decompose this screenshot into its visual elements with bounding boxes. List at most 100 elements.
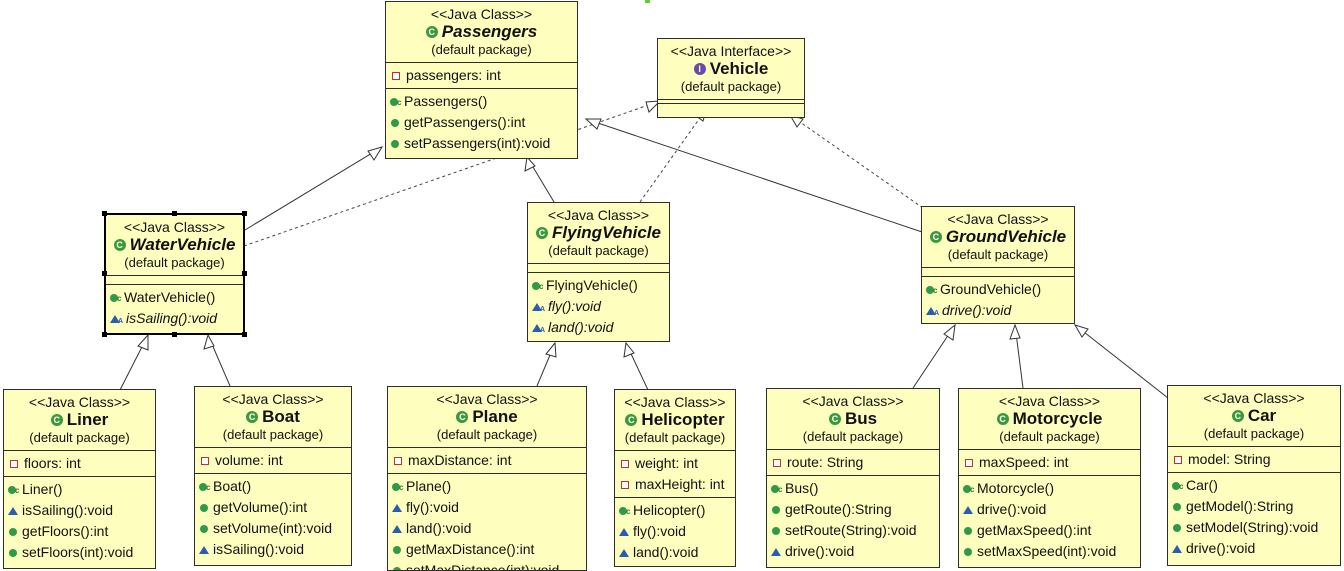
method-row[interactable]: setRoute(String):void xyxy=(771,520,939,541)
attribute-row[interactable]: route: String xyxy=(771,452,939,473)
arrowhead-watervehicle-2 xyxy=(203,333,215,350)
method-row[interactable]: Liner() xyxy=(8,479,155,501)
package-label: (default package) xyxy=(947,247,1049,262)
method-row[interactable]: setVolume(int):void xyxy=(199,518,351,539)
selection-handle[interactable] xyxy=(172,332,177,337)
package-label: (default package) xyxy=(436,427,538,442)
selection-handle[interactable] xyxy=(172,211,177,216)
method-row[interactable]: setFloors(int):void xyxy=(8,542,155,563)
method-row[interactable]: fly():void xyxy=(392,497,586,518)
attribute-row[interactable]: maxSpeed: int xyxy=(963,452,1140,473)
arrowhead-passengers-3 xyxy=(584,118,602,130)
method-row[interactable]: getRoute():String xyxy=(771,499,939,520)
package-label: (default package) xyxy=(431,42,532,57)
method-row[interactable]: Motorcycle() xyxy=(963,478,1140,500)
selection-handle[interactable] xyxy=(102,332,107,337)
method-row[interactable]: getVolume():int xyxy=(199,497,351,518)
method-row[interactable]: drive():void xyxy=(926,300,1074,323)
attribute-row[interactable]: floors: int xyxy=(8,453,155,474)
method-row[interactable]: setMaxDistance(int):void xyxy=(392,560,586,570)
stereotype-label: <<Java Class>> xyxy=(998,393,1101,409)
method-row[interactable]: Plane() xyxy=(392,476,586,498)
selection-handle[interactable] xyxy=(102,271,107,276)
class-name: Boat xyxy=(262,407,300,426)
attribute-row[interactable]: model: String xyxy=(1172,449,1340,470)
method-row[interactable]: isSailing():void xyxy=(199,539,351,560)
class-icon: C xyxy=(625,414,638,426)
package-label: (default package) xyxy=(124,255,225,270)
stereotype-label: <<Java Class>> xyxy=(222,391,324,407)
public-method-icon xyxy=(391,139,399,148)
method-row[interactable]: land():void xyxy=(532,317,669,341)
constructor-icon xyxy=(619,501,630,522)
stereotype-label: <<Java Class>> xyxy=(802,393,904,409)
method-row[interactable]: fly():void xyxy=(619,521,735,542)
method-row[interactable]: getPassengers():int xyxy=(390,112,577,133)
public-method-icon xyxy=(1173,523,1181,532)
class-icon: C xyxy=(246,411,259,423)
method-row[interactable]: isSailing():void xyxy=(110,308,243,332)
method-row[interactable]: GroundVehicle() xyxy=(926,279,1074,301)
method-row[interactable]: Bus() xyxy=(771,478,939,500)
selection-handle[interactable] xyxy=(102,211,107,216)
method-row[interactable]: Boat() xyxy=(199,476,351,498)
attribute-row[interactable]: passengers: int xyxy=(390,65,577,86)
class-name: GroundVehicle xyxy=(945,227,1067,246)
selection-handle[interactable] xyxy=(242,271,247,276)
stereotype-label: <<Java Class>> xyxy=(1203,390,1305,406)
method-row[interactable]: Helicopter() xyxy=(619,500,735,522)
private-field-icon xyxy=(392,71,400,80)
attribute-row[interactable]: maxDistance: int xyxy=(392,450,586,471)
method-row[interactable]: setPassengers(int):void xyxy=(390,133,577,154)
method-row[interactable]: WaterVehicle() xyxy=(110,287,243,309)
method-row[interactable]: fly():void xyxy=(532,296,669,320)
method-row[interactable]: FlyingVehicle() xyxy=(532,275,669,297)
package-method-icon xyxy=(392,524,402,533)
attribute-row[interactable]: maxHeight: int xyxy=(619,474,735,495)
method-row[interactable]: getMaxSpeed():int xyxy=(963,520,1140,541)
method-row[interactable]: drive():void xyxy=(963,499,1140,520)
abstract-class-icon: C xyxy=(113,239,126,251)
methods-section: Plane() fly():void land():void getMaxDis… xyxy=(388,473,586,570)
method-row[interactable]: land():void xyxy=(392,518,586,539)
method-row[interactable]: Car() xyxy=(1172,475,1340,497)
methods-section: Boat() getVolume():int setVolume(int):vo… xyxy=(195,473,351,562)
package-label: (default package) xyxy=(548,243,649,258)
method-row[interactable]: setModel(String):void xyxy=(1172,517,1340,538)
method-row[interactable]: getFloors():int xyxy=(8,521,155,542)
method-row[interactable]: getMaxDistance():int xyxy=(392,539,586,560)
stereotype-label: <<Java Class>> xyxy=(28,394,131,410)
method-row[interactable]: drive():void xyxy=(1172,538,1340,559)
attribute-row[interactable]: weight: int xyxy=(619,453,735,474)
public-method-icon xyxy=(964,526,972,535)
private-field-icon xyxy=(621,480,629,489)
method-row[interactable]: Passengers() xyxy=(390,91,577,113)
selection-handle[interactable] xyxy=(242,211,247,216)
method-row[interactable]: getModel():String xyxy=(1172,496,1340,517)
stereotype-label: <<Java Class>> xyxy=(947,211,1049,227)
method-row[interactable]: setMaxSpeed(int):void xyxy=(963,541,1140,562)
methods-section: Car() getModel():String setModel(String)… xyxy=(1168,472,1340,561)
package-method-icon xyxy=(1172,544,1182,553)
attribute-row[interactable]: volume: int xyxy=(199,450,351,471)
package-method-icon xyxy=(619,527,629,536)
method-row[interactable]: land():void xyxy=(619,542,735,563)
attributes-section xyxy=(658,99,804,103)
method-row[interactable]: drive():void xyxy=(771,541,939,562)
selection-handle[interactable] xyxy=(242,332,247,337)
public-method-icon xyxy=(200,524,208,533)
method-row[interactable]: isSailing():void xyxy=(8,500,155,521)
